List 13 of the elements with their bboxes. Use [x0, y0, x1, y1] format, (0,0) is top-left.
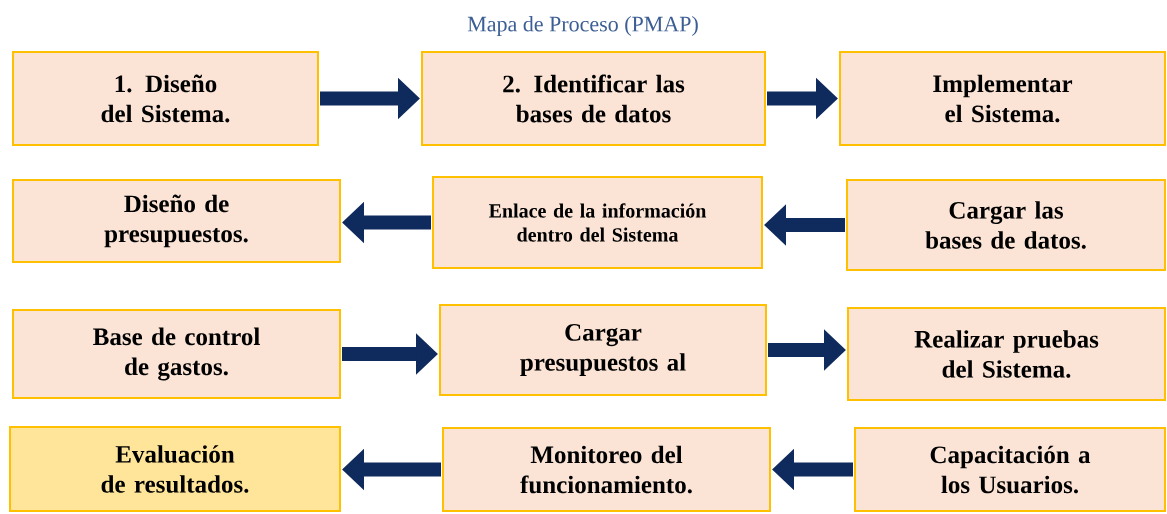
process-box: Cargar las bases de datos.: [846, 179, 1166, 271]
process-box: 1. Diseño del Sistema.: [12, 51, 319, 146]
process-box: Diseño de presupuestos.: [12, 179, 341, 263]
process-box: Capacitación a los Usuarios.: [854, 427, 1166, 512]
title: Mapa de Proceso (PMAP): [467, 16, 698, 36]
process-box: Monitoreo del funcionamiento.: [442, 427, 771, 512]
process-box: Realizar pruebas del Sistema.: [847, 307, 1166, 401]
process-box: Enlace de la información dentro del Sistema: [432, 176, 763, 269]
process-box: Base de control de gastos.: [12, 309, 341, 399]
process-box: Implementar el Sistema.: [839, 51, 1166, 146]
process-box: Cargar presupuestos al: [439, 304, 767, 396]
process-box: Evaluación de resultados.: [9, 426, 341, 512]
process-box: 2. Identificar las bases de datos: [421, 51, 766, 146]
